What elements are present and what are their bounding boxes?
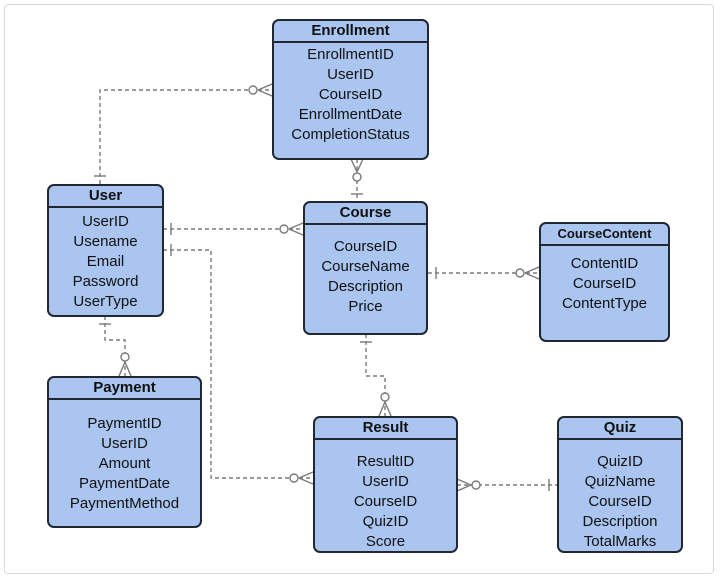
zero-mark-enrollment-left — [248, 85, 258, 95]
zero-mark-result-top — [380, 392, 390, 402]
entity-attribute: CourseID — [318, 86, 383, 103]
entity-attribute: UserID — [362, 473, 409, 490]
zero-mark-course-left — [279, 224, 289, 234]
zero-mark-coursecontent-left — [515, 268, 525, 278]
entity-title: CourseContent — [541, 224, 668, 246]
entity-attribute: Price — [348, 298, 383, 315]
many-mark-result-top — [378, 401, 392, 417]
entity-user[interactable]: User UserID Usename Email Password UserT… — [47, 184, 164, 317]
entity-attribute: Email — [86, 253, 125, 270]
entity-attribute: CourseID — [572, 275, 637, 292]
entity-attribute: UserType — [73, 293, 138, 310]
entity-title: Payment — [49, 378, 200, 400]
entity-attribute: ContentID — [570, 255, 639, 272]
entity-course[interactable]: Course CourseID CourseName Description P… — [303, 201, 428, 335]
entity-attribute: CourseName — [321, 258, 410, 275]
entity-attribute: ResultID — [356, 453, 415, 470]
entity-attribute: Usename — [73, 233, 138, 250]
many-mark-result-left — [298, 471, 314, 485]
link-user-result — [163, 249, 313, 479]
entity-attribute: UserID — [82, 213, 129, 230]
entity-attribute: PaymentID — [87, 415, 162, 432]
link-user-payment — [104, 316, 126, 376]
entity-title: Course — [305, 203, 426, 225]
entity-title: User — [49, 186, 162, 208]
entity-quiz[interactable]: Quiz QuizID QuizName CourseID Descriptio… — [557, 416, 683, 553]
entity-title: Enrollment — [274, 21, 427, 43]
many-mark-course-left — [288, 222, 304, 236]
entity-attribute: Password — [72, 273, 139, 290]
entity-enrollment[interactable]: Enrollment EnrollmentID UserID CourseID … — [272, 19, 429, 160]
entity-attribute: QuizName — [584, 473, 656, 490]
link-course-result — [365, 334, 386, 416]
entity-title: Result — [315, 418, 456, 440]
entity-attribute: CourseID — [588, 493, 652, 510]
zero-mark-payment-top — [120, 352, 130, 362]
canvas-border — [4, 4, 714, 574]
entity-attribute: Score — [365, 533, 406, 550]
entity-attribute: UserID — [101, 435, 148, 452]
entity-attribute: CompletionStatus — [291, 126, 410, 143]
entity-attribute: CourseID — [333, 238, 398, 255]
entity-attribute: TotalMarks — [583, 533, 657, 550]
many-mark-enrollment-left — [257, 83, 273, 97]
entity-attribute: Description — [327, 278, 404, 295]
many-mark-coursecontent-left — [524, 266, 540, 280]
entity-attribute: QuizID — [362, 513, 409, 530]
entity-attribute: ContentType — [561, 295, 648, 312]
many-mark-result-right — [456, 478, 472, 492]
many-mark-enrollment-bottom — [350, 158, 364, 173]
zero-mark-enrollment-bottom — [352, 172, 362, 182]
entity-payment[interactable]: Payment PaymentID UserID Amount PaymentD… — [47, 376, 202, 528]
entity-attribute: EnrollmentDate — [298, 106, 403, 123]
entity-attribute: CourseID — [353, 493, 418, 510]
link-user-enrollment — [99, 89, 272, 184]
entity-attribute: EnrollmentID — [307, 46, 394, 63]
many-mark-payment-top — [118, 361, 132, 377]
entity-attribute: PaymentMethod — [69, 495, 180, 512]
zero-mark-result-right — [471, 480, 481, 490]
entity-coursecontent[interactable]: CourseContent ContentID CourseID Content… — [539, 222, 670, 342]
entity-attribute: PaymentDate — [79, 475, 170, 492]
entity-attribute: Amount — [98, 455, 151, 472]
entity-attribute: QuizID — [597, 453, 643, 470]
zero-mark-result-left — [289, 473, 299, 483]
entity-attribute: UserID — [327, 66, 374, 83]
entity-result[interactable]: Result ResultID UserID CourseID QuizID S… — [313, 416, 458, 553]
entity-title: Quiz — [559, 418, 681, 440]
entity-attribute: Description — [582, 513, 658, 530]
